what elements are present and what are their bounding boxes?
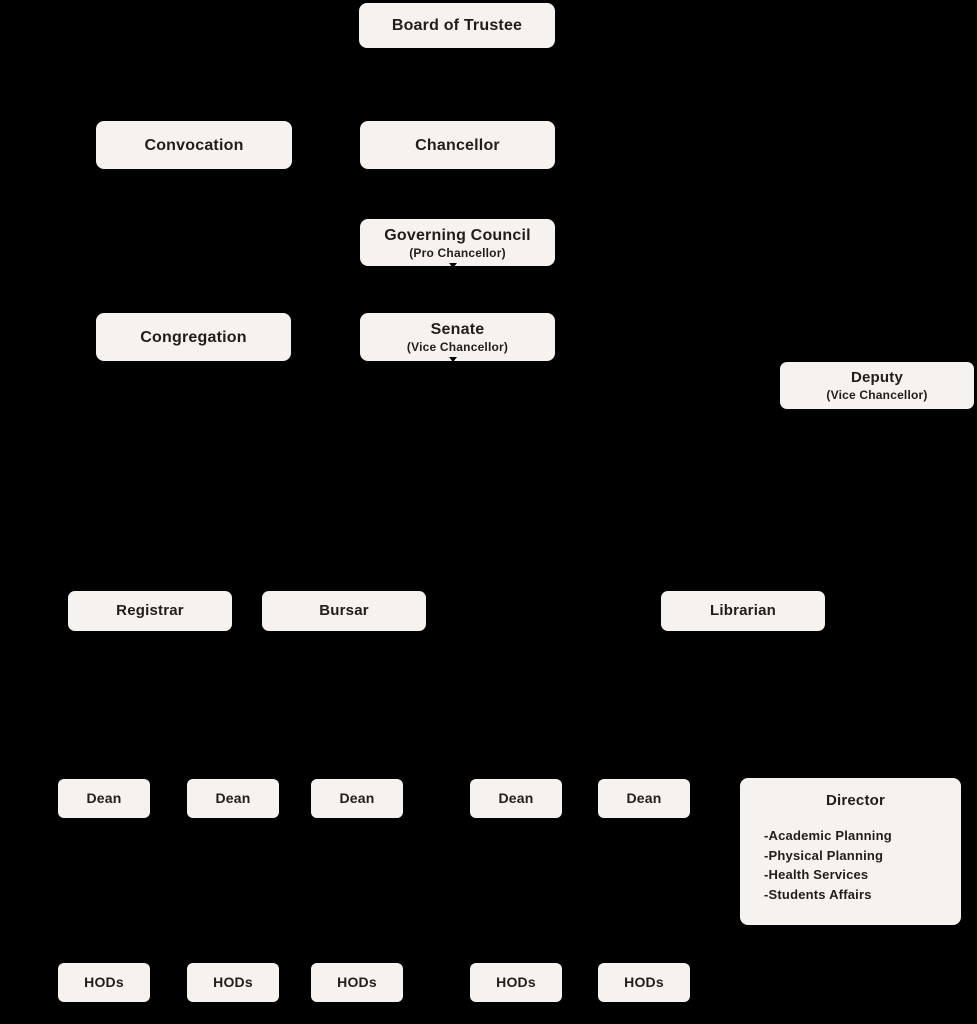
node-senate: Senate (Vice Chancellor): [360, 313, 555, 361]
node-label: Congregation: [140, 328, 247, 346]
node-label: Dean: [86, 790, 122, 806]
node-hods-1: HODs: [58, 963, 150, 1002]
node-dean-3: Dean: [311, 779, 403, 818]
node-hods-3: HODs: [311, 963, 403, 1002]
node-hods-4: HODs: [470, 963, 562, 1002]
node-hods-5: HODs: [598, 963, 690, 1002]
director-item: -Health Services: [764, 867, 869, 882]
director-item: -Physical Planning: [764, 847, 884, 863]
node-label: Convocation: [144, 136, 244, 154]
director-item: -Students Affairs: [764, 886, 872, 902]
node-convocation: Convocation: [96, 121, 292, 169]
node-label: Dean: [626, 790, 662, 806]
node-label: Dean: [339, 790, 375, 806]
node-sublabel: (Vice Chancellor): [826, 388, 928, 402]
node-label: Dean: [498, 790, 534, 806]
node-congregation: Congregation: [96, 313, 291, 361]
node-label: HODs: [624, 974, 664, 990]
node-label: Dean: [215, 790, 251, 806]
node-board-of-trustee: Board of Trustee: [359, 3, 555, 48]
node-chancellor: Chancellor: [360, 121, 555, 169]
node-sublabel: (Vice Chancellor): [406, 340, 509, 354]
node-label: Governing Council: [384, 226, 531, 244]
node-dean-1: Dean: [58, 779, 150, 818]
down-arrowhead: [449, 263, 457, 268]
node-dean-4: Dean: [470, 779, 562, 818]
node-hods-2: HODs: [187, 963, 279, 1002]
node-director: Director -Academic Planning -Physical Pl…: [740, 778, 961, 925]
node-label: Librarian: [710, 602, 776, 619]
node-deputy-vice-chancellor: Deputy (Vice Chancellor): [780, 362, 974, 409]
down-arrowhead: [449, 357, 457, 362]
node-librarian: Librarian: [661, 591, 825, 631]
node-label: HODs: [496, 974, 536, 990]
node-label: HODs: [337, 974, 377, 990]
node-label: HODs: [84, 974, 124, 990]
node-label: Registrar: [116, 602, 184, 619]
node-label: Bursar: [319, 602, 369, 619]
node-sublabel: (Pro Chancellor): [409, 245, 506, 260]
director-title: Director: [825, 792, 886, 809]
node-bursar: Bursar: [262, 591, 426, 631]
node-governing-council: Governing Council (Pro Chancellor): [360, 219, 555, 266]
node-dean-5: Dean: [598, 779, 690, 818]
director-item: -Academic Planning: [764, 828, 892, 843]
node-label: Board of Trustee: [391, 17, 523, 34]
node-label: Senate: [430, 321, 485, 338]
node-label: HODs: [213, 974, 253, 990]
node-label: Deputy: [850, 369, 904, 386]
node-registrar: Registrar: [68, 591, 232, 631]
node-label: Chancellor: [415, 136, 500, 154]
node-dean-2: Dean: [187, 779, 279, 818]
